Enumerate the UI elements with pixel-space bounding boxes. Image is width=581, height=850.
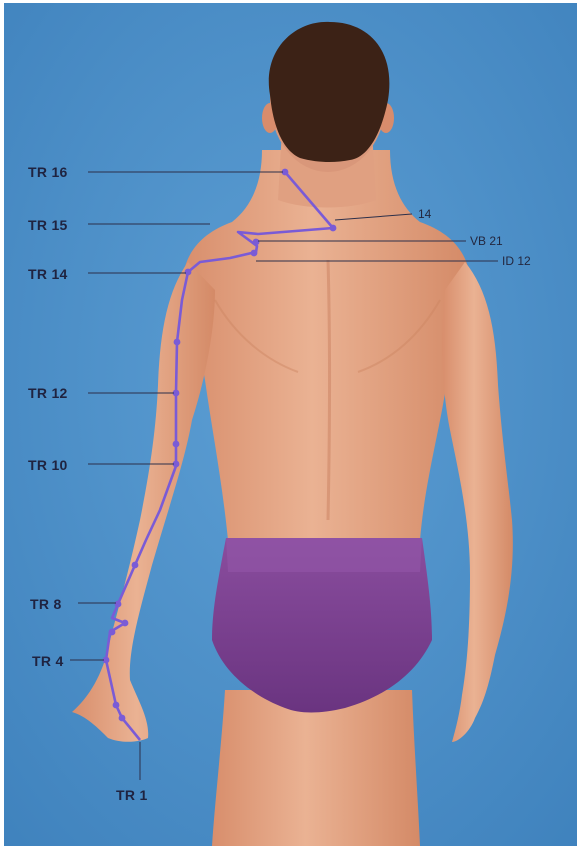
point-tr6 [109, 629, 116, 636]
label-id12: ID 12 [502, 255, 531, 267]
label-tr8: TR 8 [30, 597, 62, 611]
point-vb21 [253, 239, 260, 246]
label-tr15: TR 15 [28, 218, 68, 232]
point-tr14 [185, 269, 192, 276]
label-tr14: TR 14 [28, 267, 68, 281]
point-tr8 [115, 601, 122, 608]
label-tr10: TR 10 [28, 458, 68, 472]
label-tr1: TR 1 [116, 788, 148, 802]
point-tr3 [113, 702, 120, 709]
point-tr7 [122, 620, 129, 627]
point-14 [330, 225, 337, 232]
point-tr2 [119, 715, 126, 722]
label-tr4: TR 4 [32, 654, 64, 668]
point-tr13 [174, 339, 181, 346]
anatomy-photo [4, 3, 577, 846]
label-tr12: TR 12 [28, 386, 68, 400]
body-illustration [4, 3, 577, 846]
point-tr9 [132, 562, 139, 569]
label-tr16: TR 16 [28, 165, 68, 179]
legs [212, 690, 420, 846]
spine-shadow [328, 260, 330, 520]
label-14: 14 [418, 208, 431, 220]
hair [269, 22, 390, 162]
label-vb21: VB 21 [470, 235, 503, 247]
waistband [226, 538, 422, 572]
point-id12 [251, 250, 258, 257]
point-tr11 [173, 441, 180, 448]
